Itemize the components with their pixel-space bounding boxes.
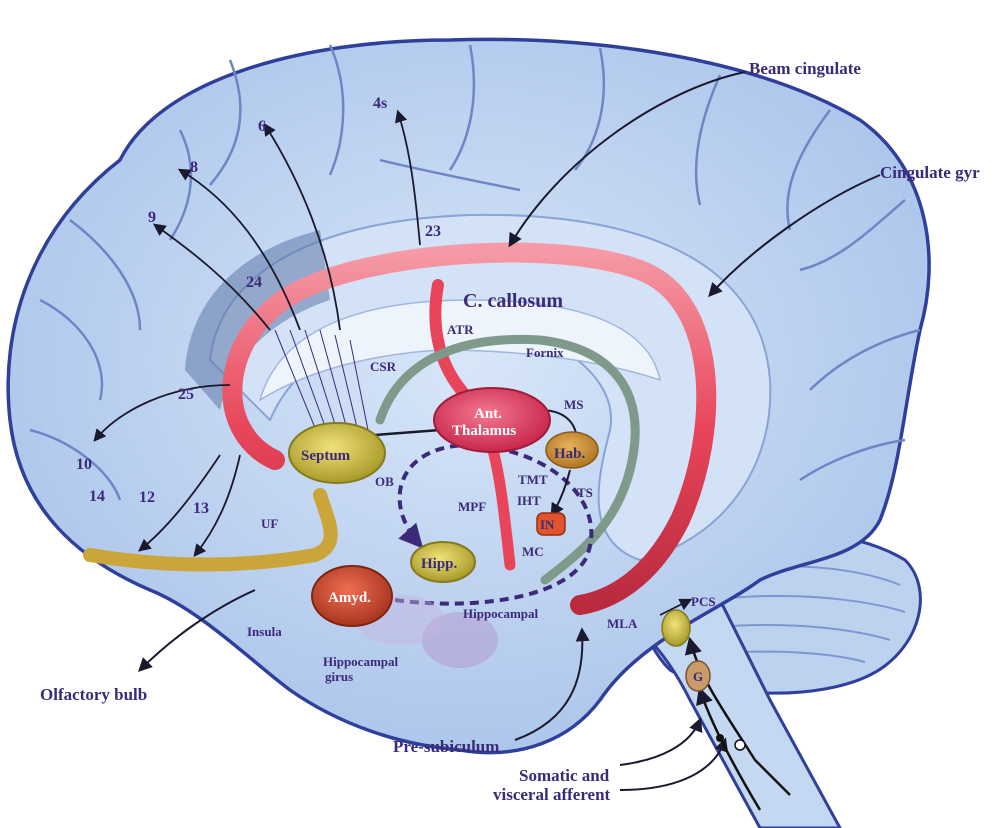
- hipp-label: Hipp.: [421, 556, 458, 572]
- csr-label: CSR: [370, 359, 397, 374]
- area-23-label: 23: [425, 223, 441, 240]
- fornix-tract: [375, 334, 640, 585]
- papez-dashed-loop: [394, 442, 594, 606]
- c-callosum-label: C. callosum: [463, 290, 563, 312]
- ms-label: MS: [564, 397, 584, 412]
- hippocampal-girus-label-2: girus: [325, 669, 353, 684]
- area-4s-label: 4s: [373, 95, 387, 112]
- amyd-node: [311, 565, 393, 627]
- atr-tract: [429, 279, 476, 406]
- g-label: G: [693, 669, 703, 684]
- septum-node: [288, 422, 386, 484]
- mpf-label: MPF: [458, 499, 486, 514]
- ant-thalamus-node: [433, 387, 551, 453]
- somatic-label-line1: Somatic and: [519, 766, 610, 785]
- area-24-label: 24: [246, 274, 262, 291]
- hab-label: Hab.: [554, 446, 586, 462]
- in-node: [536, 512, 566, 536]
- insula-label: Insula: [247, 624, 282, 639]
- ob-label: OB: [375, 474, 394, 489]
- septal-fibers: [274, 329, 371, 441]
- septum-label: Septum: [301, 448, 351, 464]
- external-arrows: [138, 71, 881, 791]
- afferent-node-open: [734, 739, 746, 751]
- pre-subiculum-label: Pre-subiculum: [393, 737, 499, 756]
- hipp-node: [410, 541, 476, 583]
- atr-label: ATR: [447, 322, 474, 337]
- afferent-node-filled: [716, 734, 724, 742]
- area-10-label: 10: [76, 456, 92, 473]
- gyri-lines: [29, 44, 921, 501]
- hippocampal-label: Hippocampal: [463, 606, 539, 621]
- pcs-node: [661, 609, 691, 647]
- mla-label: MLA: [607, 616, 638, 631]
- cingulate-gyr-label: Cingulate gyr: [880, 163, 980, 182]
- area-9-label: 9: [148, 209, 156, 226]
- ant-thalamus-label-1: Ant.: [474, 406, 502, 422]
- olfactory-bulb-label: Olfactory bulb: [40, 685, 147, 704]
- olfactory-tract: [83, 488, 338, 572]
- ts-label: TS: [577, 485, 593, 500]
- area-projection-arrows: [93, 109, 421, 557]
- somatic-label-line2: visceral afferent: [493, 785, 611, 804]
- fornix-label: Fornix: [526, 345, 564, 360]
- amyd-label: Amyd.: [328, 590, 371, 606]
- area-8-label: 8: [190, 159, 198, 176]
- pcs-label: PCS: [691, 594, 716, 609]
- uf-label: UF: [261, 516, 278, 531]
- iht-label: IHT: [517, 493, 541, 508]
- beam-cingulate-label: Beam cingulate: [749, 59, 861, 78]
- area-6-label: 6: [258, 118, 266, 135]
- hab-node: [545, 431, 599, 469]
- area-25-label: 25: [178, 386, 194, 403]
- ant-thalamus-label-2: Thalamus: [452, 423, 516, 439]
- mc-label: MC: [522, 544, 544, 559]
- hippocampal-girus-lobe: [422, 612, 498, 668]
- hippocampal-girus-label-1: Hippocampal: [323, 654, 399, 669]
- area-14-label: 14: [89, 488, 105, 505]
- afferent-lines: [684, 636, 791, 811]
- area-13-label: 13: [193, 500, 209, 517]
- in-label: IN: [540, 517, 555, 532]
- corpus-callosum: [222, 242, 717, 615]
- tmt-label: TMT: [518, 472, 548, 487]
- g-node: [685, 660, 711, 692]
- area-12-label: 12: [139, 489, 155, 506]
